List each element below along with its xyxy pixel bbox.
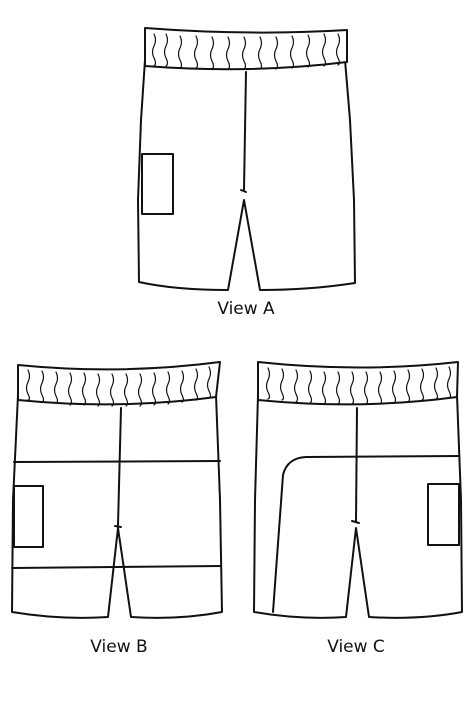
view-a-side-pocket: [141, 153, 174, 215]
view-b-waistband: [17, 361, 221, 406]
view-a-label: View A: [217, 299, 275, 319]
view-b-waistband-gathers: [25, 366, 212, 407]
shorts-view-b: [11, 361, 223, 619]
shorts-view-a: [137, 27, 356, 291]
view-a-waistband: [144, 27, 348, 71]
view-c-side-pocket: [427, 483, 460, 546]
view-b-label: View B: [90, 637, 148, 657]
view-a-center-seam: [243, 71, 247, 191]
view-b-yoke-seam: [13, 460, 221, 463]
view-c-waistband: [257, 361, 459, 406]
view-c-side-panel-seam: [272, 455, 460, 613]
view-c-label: View C: [327, 637, 385, 657]
view-a-waistband-gathers: [151, 33, 341, 70]
view-b-shorts-body: [11, 394, 223, 619]
view-b-side-pocket: [13, 485, 44, 548]
view-c-waistband-gathers: [265, 366, 452, 405]
shorts-view-c: [253, 361, 463, 619]
view-c-center-seam: [355, 407, 358, 523]
view-b-center-seam: [117, 407, 122, 526]
view-c-shorts-body: [253, 394, 463, 619]
view-a-shorts-body: [137, 59, 356, 291]
view-b-hem-band-seam: [11, 565, 222, 569]
